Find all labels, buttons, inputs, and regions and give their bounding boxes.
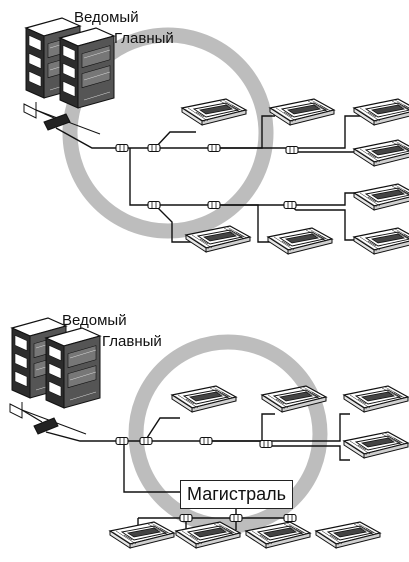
bottom-outdoor-unit bbox=[10, 318, 100, 434]
bottom-master-label: Главный bbox=[102, 333, 162, 350]
bottom-indoor-unit bbox=[343, 431, 409, 459]
bottom-indoor-unit bbox=[343, 385, 409, 413]
top-outdoor-connector bbox=[35, 109, 71, 131]
bottom-slave-label: Ведомый bbox=[62, 312, 127, 329]
top-indoor-unit bbox=[353, 139, 409, 167]
top-indoor-unit bbox=[353, 227, 409, 255]
trunk-line-label: Магистраль bbox=[180, 480, 293, 509]
bottom-indoor-unit bbox=[109, 521, 175, 549]
top-master-label: Главный bbox=[114, 30, 174, 47]
top-panel bbox=[24, 18, 409, 255]
top-indoor-unit bbox=[267, 227, 333, 255]
top-indoor-unit bbox=[269, 98, 335, 126]
bottom-panel bbox=[10, 318, 409, 549]
top-indoor-unit bbox=[181, 98, 247, 126]
bottom-outdoor-connector bbox=[21, 409, 59, 435]
top-slave-label: Ведомый bbox=[74, 9, 139, 26]
bottom-indoor-unit bbox=[171, 385, 237, 413]
bottom-indoor-unit bbox=[315, 521, 381, 549]
top-indoor-unit bbox=[353, 98, 409, 126]
top-range-ring bbox=[62, 27, 274, 239]
top-indoor-unit bbox=[353, 183, 409, 211]
